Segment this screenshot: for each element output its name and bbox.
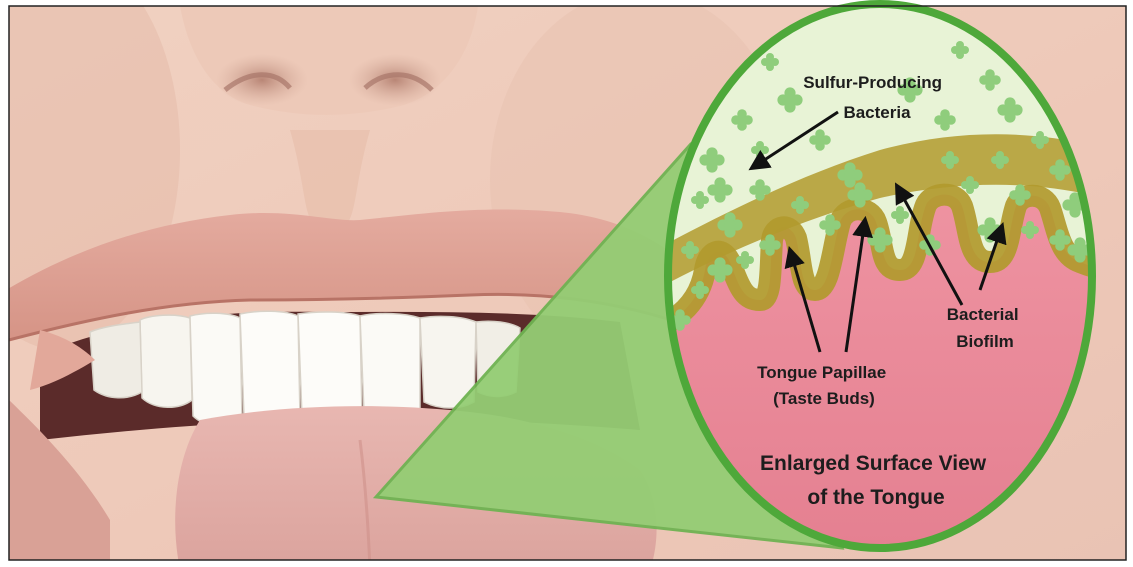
label-sulfur-bacteria-line1: Sulfur-Producing: [803, 73, 942, 92]
label-papillae-line1: Tongue Papillae: [757, 363, 886, 382]
caption-line1: Enlarged Surface View: [760, 452, 987, 475]
label-sulfur-bacteria-line2: Bacteria: [843, 103, 911, 122]
label-papillae-line2: (Taste Buds): [773, 389, 875, 408]
label-biofilm-line1: Bacterial: [947, 305, 1019, 324]
label-biofilm-line2: Biofilm: [956, 332, 1014, 351]
caption-line2: of the Tongue: [807, 486, 944, 509]
